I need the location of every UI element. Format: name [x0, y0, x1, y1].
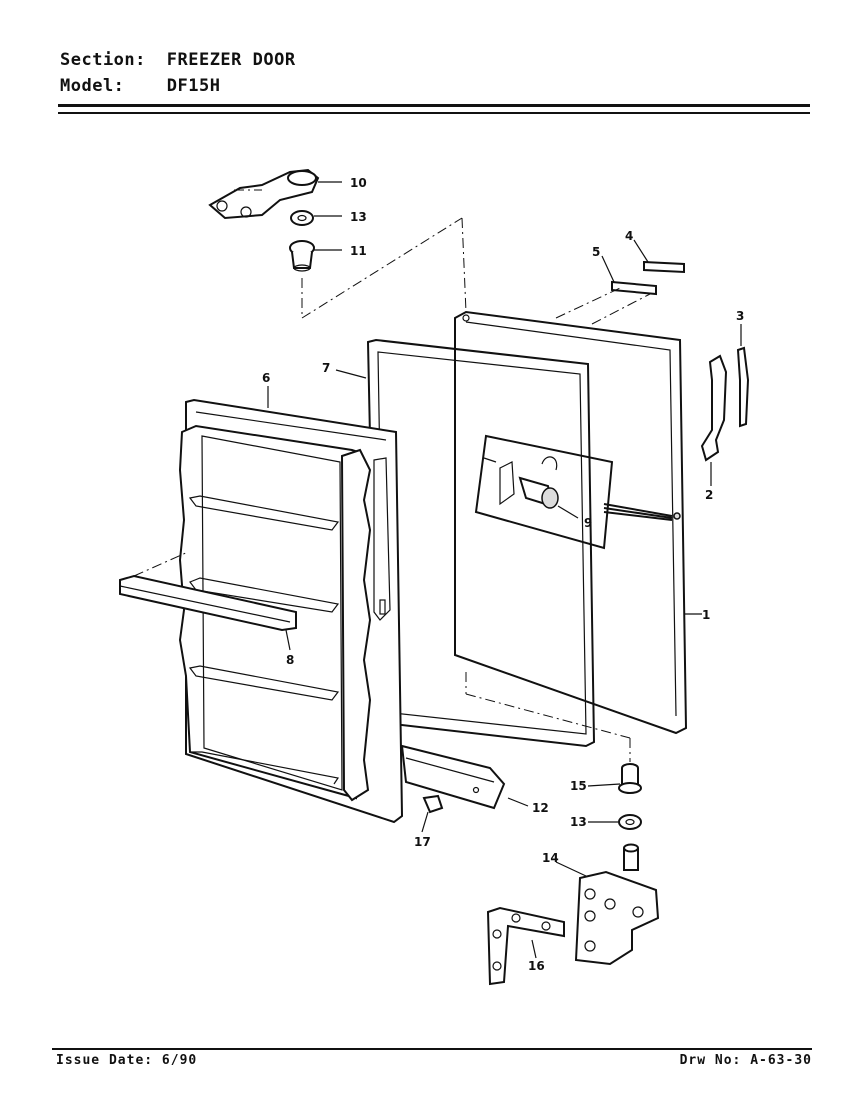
footer-rule — [52, 1048, 812, 1050]
section-key: Section: — [60, 50, 146, 70]
callout-16: 16 — [528, 959, 545, 973]
header-rule-thin — [58, 112, 810, 114]
part-11-bushing — [289, 240, 315, 272]
callout-13-top: 13 — [350, 210, 367, 224]
callout-5: 5 — [592, 245, 600, 259]
part-8-shelf-bar — [119, 551, 297, 632]
part-13-washer-bottom — [618, 814, 642, 830]
part-14-bottom-hinge — [574, 843, 660, 966]
callout-7: 7 — [322, 361, 330, 375]
part-10-top-hinge — [208, 168, 320, 220]
callout-12: 12 — [532, 801, 549, 815]
callout-10: 10 — [350, 176, 367, 190]
model-value: DF15H — [166, 76, 221, 96]
callout-2: 2 — [705, 488, 713, 502]
callout-9: 9 — [584, 516, 592, 530]
header-rule — [58, 104, 810, 107]
callout-3: 3 — [736, 309, 744, 323]
part-5-spacer — [611, 280, 657, 296]
section-value: FREEZER DOOR — [166, 50, 296, 70]
callout-4: 4 — [625, 229, 633, 243]
part-16-l-bracket — [486, 906, 565, 986]
callout-15: 15 — [570, 779, 587, 793]
callout-1: 1 — [702, 608, 710, 622]
leader-lines — [267, 181, 742, 959]
callout-13-bottom: 13 — [570, 815, 587, 829]
part-15-pin-bushing — [618, 763, 642, 794]
callout-14: 14 — [542, 851, 559, 865]
part-13-washer-top — [290, 210, 314, 226]
callout-8: 8 — [286, 653, 294, 667]
part-12-bottom-strip — [400, 744, 506, 810]
drawing-number: Drw No: A-63-30 — [679, 1053, 812, 1068]
callout-6: 6 — [262, 371, 270, 385]
part-9-latch-inset — [474, 434, 673, 550]
callout-17: 17 — [414, 835, 431, 849]
issue-date: Issue Date: 6/90 — [56, 1053, 198, 1068]
part-3-handle-trim — [736, 346, 750, 428]
section-line: Section: FREEZER DOOR — [60, 50, 296, 70]
model-line: Model: DF15H — [60, 76, 220, 96]
callout-11: 11 — [350, 244, 367, 258]
part-4-cap — [643, 260, 685, 274]
part-17-clip — [422, 794, 444, 814]
model-key: Model: — [60, 76, 125, 96]
part-2-handle — [700, 354, 728, 462]
callout-labels: 1 2 3 4 5 6 7 8 9 10 11 12 13 13 14 15 1… — [262, 176, 744, 973]
